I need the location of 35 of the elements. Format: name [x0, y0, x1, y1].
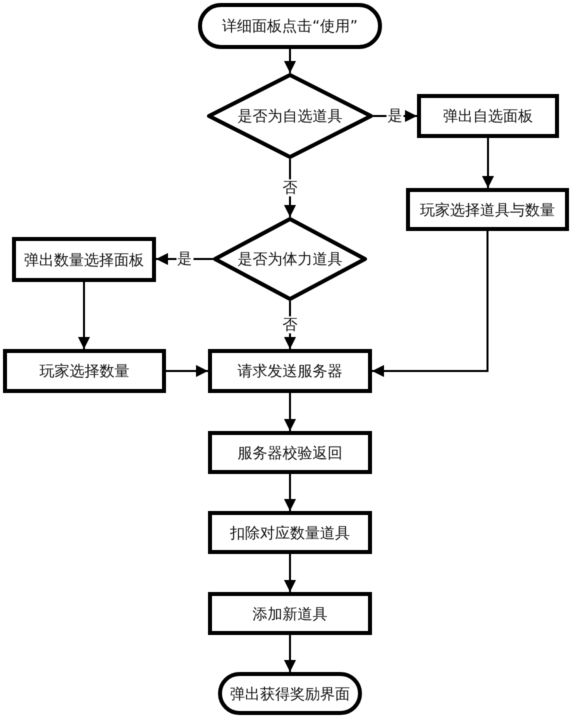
process-box	[12, 237, 156, 282]
step-label: 是否为自选道具	[238, 107, 342, 125]
process-box	[3, 349, 166, 393]
step-label: 是否为体力道具	[238, 250, 342, 268]
step-label: 弹出数量选择面板	[24, 250, 144, 268]
edge-label: 否	[282, 316, 298, 334]
step-label: 玩家选择数量	[40, 362, 130, 380]
arrow	[482, 138, 494, 188]
step-label: 弹出自选面板	[443, 107, 533, 125]
edge-label: 是	[176, 250, 193, 268]
process-box	[208, 349, 372, 393]
arrow	[284, 49, 296, 73]
arrow	[284, 554, 296, 592]
decision-diamond	[207, 73, 373, 159]
arrow	[166, 365, 208, 377]
process-box	[208, 592, 372, 635]
edge-label: 否	[282, 179, 298, 197]
edge-label: 是	[386, 107, 404, 125]
process-box	[406, 188, 569, 231]
step-label: 弹出获得奖励界面	[230, 684, 350, 702]
decision-diamond	[213, 217, 367, 301]
process-box	[208, 511, 372, 554]
arrow	[78, 282, 90, 349]
step-label: 扣除对应数量道具	[230, 524, 350, 542]
arrow	[372, 231, 488, 377]
arrow	[284, 393, 296, 431]
step-label: 请求发送服务器	[238, 362, 342, 380]
process-box	[208, 431, 372, 474]
process-box	[417, 94, 559, 138]
step-label: 添加新道具	[252, 604, 328, 622]
arrow	[284, 635, 296, 672]
arrow	[284, 474, 296, 511]
step-label: 详细面板点击“使用”	[222, 17, 358, 35]
step-label: 服务器校验返回	[238, 444, 342, 462]
step-label: 玩家选择道具与数量	[420, 200, 555, 218]
